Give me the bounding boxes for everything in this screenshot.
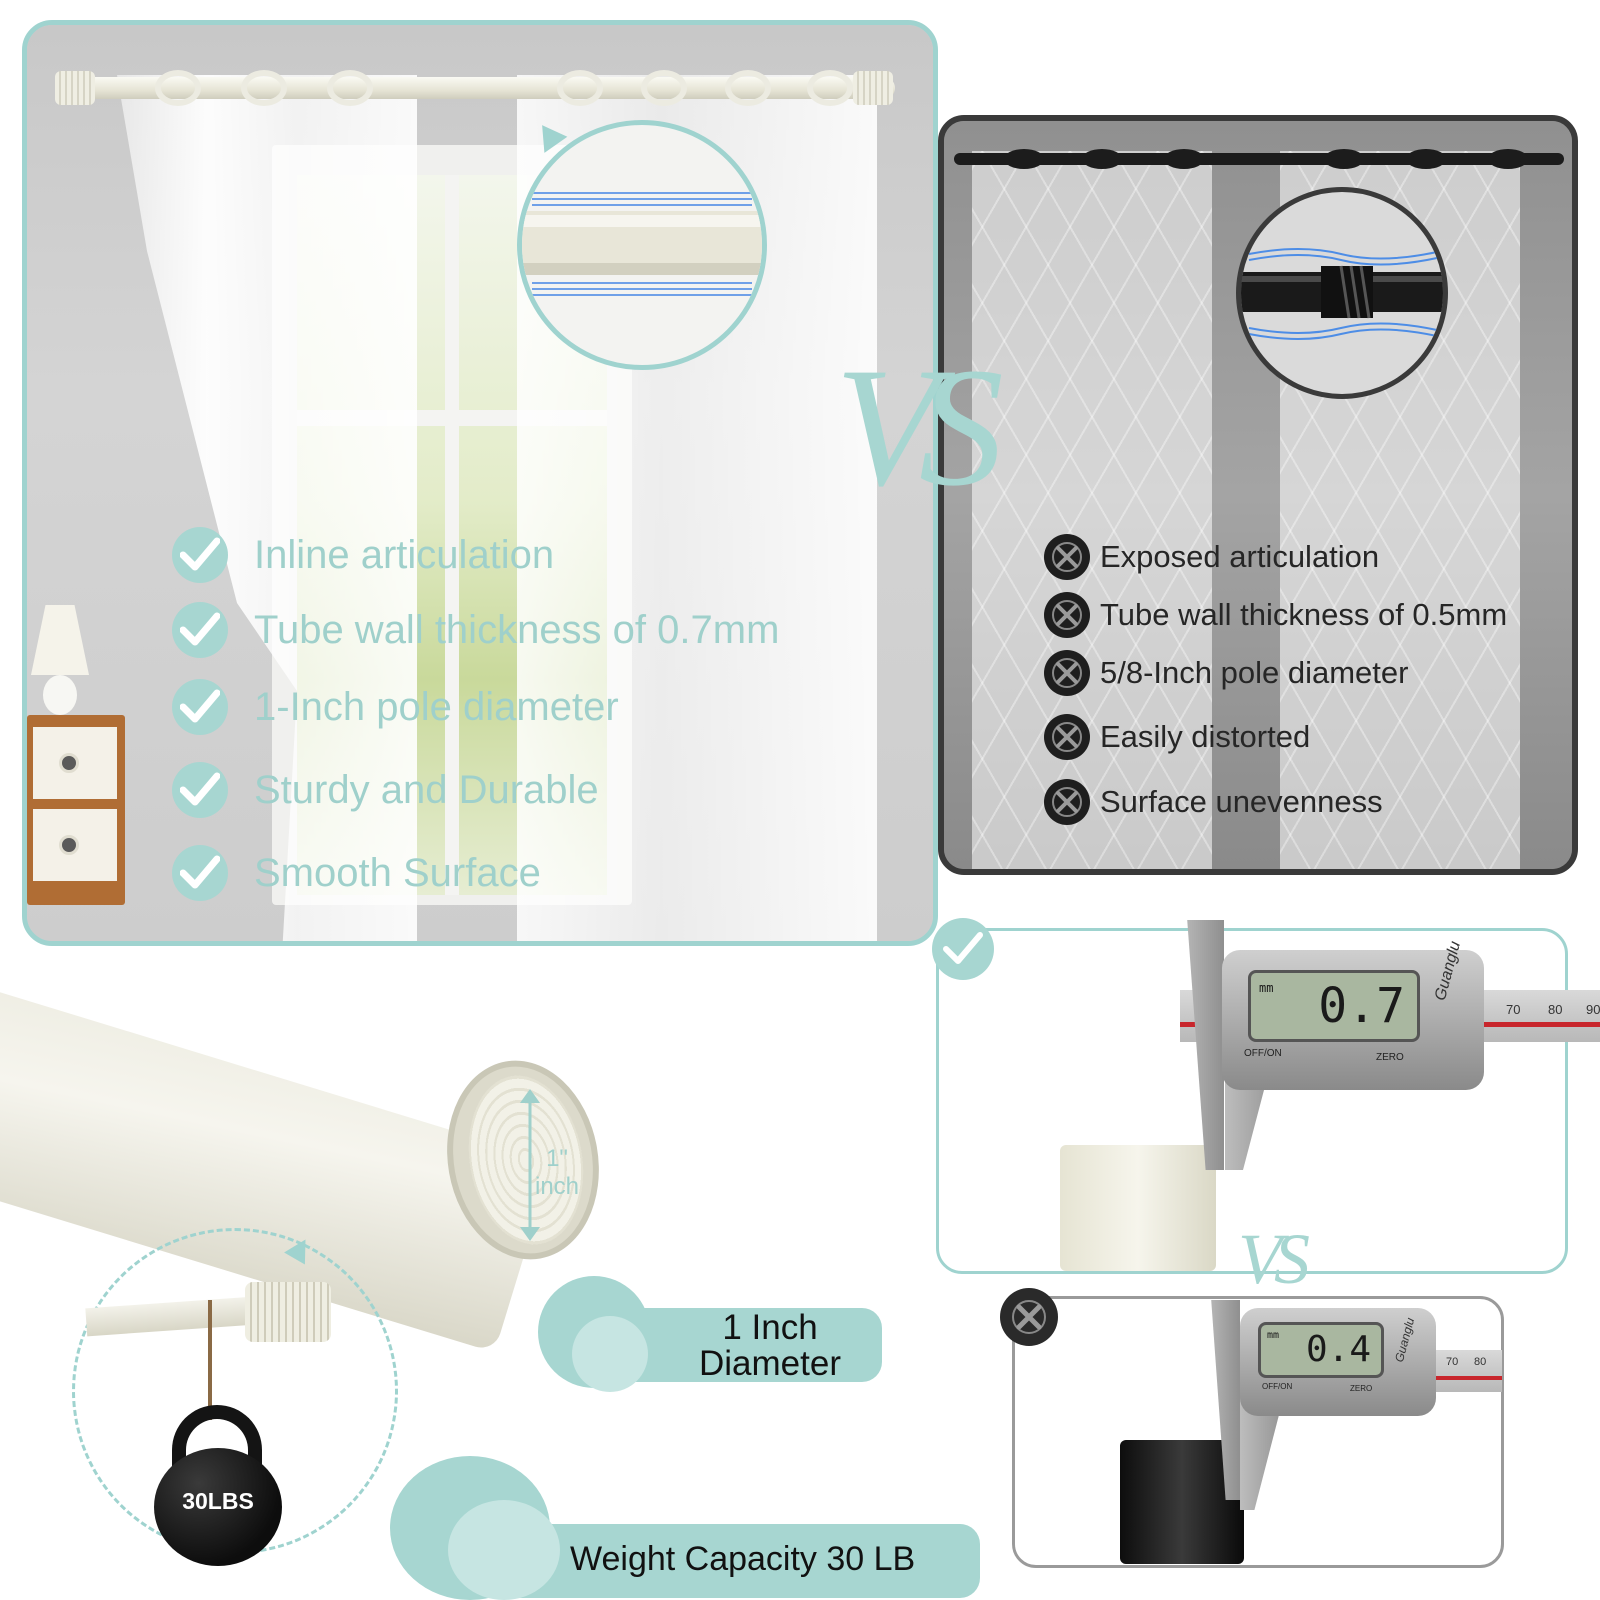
caliper-display: mm 0.7	[1248, 970, 1420, 1042]
diameter-line1: 1 Inch	[722, 1308, 818, 1347]
bad-feature-item: 5/8-Inch pole diameter	[1044, 647, 1408, 699]
good-feature-item: Smooth Surface	[172, 843, 541, 903]
good-feature-item: Tube wall thickness of 0.7mm	[172, 600, 779, 660]
grommet	[557, 70, 603, 106]
good-rod-panel: Inline articulation Tube wall thickness …	[22, 20, 938, 946]
check-circle-icon	[932, 918, 994, 980]
grommet	[1082, 149, 1122, 169]
vs-label: VS	[835, 333, 1004, 521]
diameter-text: 1 Inch Diameter	[660, 1310, 880, 1382]
bad-feature-item: Surface unevenness	[1044, 776, 1383, 828]
off-on-button: OFF/ON	[1262, 1382, 1293, 1391]
inline-joint-illustration	[522, 192, 762, 296]
grommet	[1406, 149, 1446, 169]
mini-finial	[245, 1282, 331, 1342]
grommet	[641, 70, 687, 106]
off-on-button: OFF/ON	[1244, 1048, 1282, 1059]
check-circle-icon	[172, 845, 228, 901]
grommet	[1324, 149, 1364, 169]
scale-tick: 80	[1474, 1356, 1487, 1368]
inch-mark: 1"	[546, 1145, 568, 1172]
rod-finial-left	[55, 71, 95, 105]
x-circle-icon	[1044, 650, 1090, 696]
caliper-display: mm 0.4	[1258, 1322, 1384, 1378]
check-circle-icon	[172, 602, 228, 658]
display-unit: mm	[1259, 981, 1274, 995]
scale-tick: 80	[1548, 1002, 1563, 1017]
check-circle-icon	[172, 762, 228, 818]
x-circle-icon	[1000, 1288, 1058, 1346]
x-circle-icon	[1044, 534, 1090, 580]
weight-badge	[490, 1524, 980, 1598]
bad-feature-label: Exposed articulation	[1100, 539, 1380, 574]
display-unit: mm	[1267, 1330, 1280, 1341]
drawer-knob	[59, 753, 79, 773]
grommet	[1488, 149, 1528, 169]
inch-word: inch	[535, 1173, 580, 1200]
grommet	[241, 70, 287, 106]
good-feature-label: Tube wall thickness of 0.7mm	[254, 607, 780, 652]
grommet	[1164, 149, 1204, 169]
ivory-tube-sample	[1060, 1145, 1216, 1271]
good-feature-item: Inline articulation	[172, 525, 554, 585]
grommet	[1004, 149, 1044, 169]
bad-feature-label: 5/8-Inch pole diameter	[1100, 655, 1409, 690]
good-feature-item: 1-Inch pole diameter	[172, 677, 619, 737]
x-circle-icon	[1044, 592, 1090, 638]
scale-tick: 70	[1446, 1356, 1459, 1368]
good-feature-label: 1-Inch pole diameter	[254, 684, 619, 729]
check-circle-icon	[172, 527, 228, 583]
caliper-reading: 0.7	[1318, 978, 1405, 1034]
caliper-reading: 0.4	[1305, 1329, 1371, 1370]
bad-feature-item: Exposed articulation	[1044, 531, 1379, 583]
check-circle-icon	[172, 679, 228, 735]
good-feature-label: Smooth Surface	[254, 850, 541, 895]
grommet	[155, 70, 201, 106]
bad-feature-item: Tube wall thickness of 0.5mm	[1044, 589, 1507, 641]
inch-measure-label: 1" inch	[535, 1145, 579, 1201]
drawer-knob	[59, 835, 79, 855]
rod-joint-zoom	[517, 120, 767, 370]
x-circle-icon	[1044, 779, 1090, 825]
badge-bubble-inner	[572, 1316, 648, 1392]
good-feature-item: Sturdy and Durable	[172, 760, 599, 820]
bad-rod-panel: Exposed articulation Tube wall thickness…	[938, 115, 1578, 875]
scale-tick: 70	[1506, 1002, 1521, 1017]
grommet	[807, 70, 853, 106]
rod-joint-zoom	[1236, 187, 1448, 399]
badge-bubble-inner	[448, 1500, 560, 1600]
diameter-line2: Diameter	[699, 1344, 841, 1383]
weight-capacity-label: Weight Capacity 30 LB	[570, 1540, 916, 1578]
exposed-joint-illustration	[1241, 248, 1443, 340]
dresser-drawer	[33, 809, 117, 881]
good-feature-label: Sturdy and Durable	[254, 767, 599, 812]
window-mullion	[445, 175, 459, 895]
scale-tick: 90	[1586, 1002, 1600, 1017]
grommet	[327, 70, 373, 106]
rod-finial-right	[853, 71, 893, 105]
hanging-rope	[208, 1300, 212, 1420]
bad-feature-label: Easily distorted	[1100, 719, 1311, 754]
kettlebell-icon	[154, 1448, 282, 1566]
vs-small-label: VS	[1238, 1219, 1310, 1299]
patterned-curtain-left	[972, 151, 1212, 869]
bad-feature-label: Surface unevenness	[1100, 784, 1383, 819]
kettlebell-label: 30LBS	[182, 1488, 254, 1514]
dresser-drawer	[33, 727, 117, 799]
diameter-arrow-icon	[520, 1089, 540, 1241]
black-curtain-rod	[954, 153, 1564, 165]
bad-feature-item: Easily distorted	[1044, 711, 1310, 763]
dresser	[27, 715, 125, 905]
lamp-base	[43, 675, 77, 715]
zero-button: ZERO	[1350, 1384, 1373, 1393]
bad-feature-label: Tube wall thickness of 0.5mm	[1100, 597, 1508, 632]
x-circle-icon	[1044, 714, 1090, 760]
grommet	[725, 70, 771, 106]
zero-button: ZERO	[1376, 1052, 1404, 1063]
good-feature-label: Inline articulation	[254, 532, 555, 577]
